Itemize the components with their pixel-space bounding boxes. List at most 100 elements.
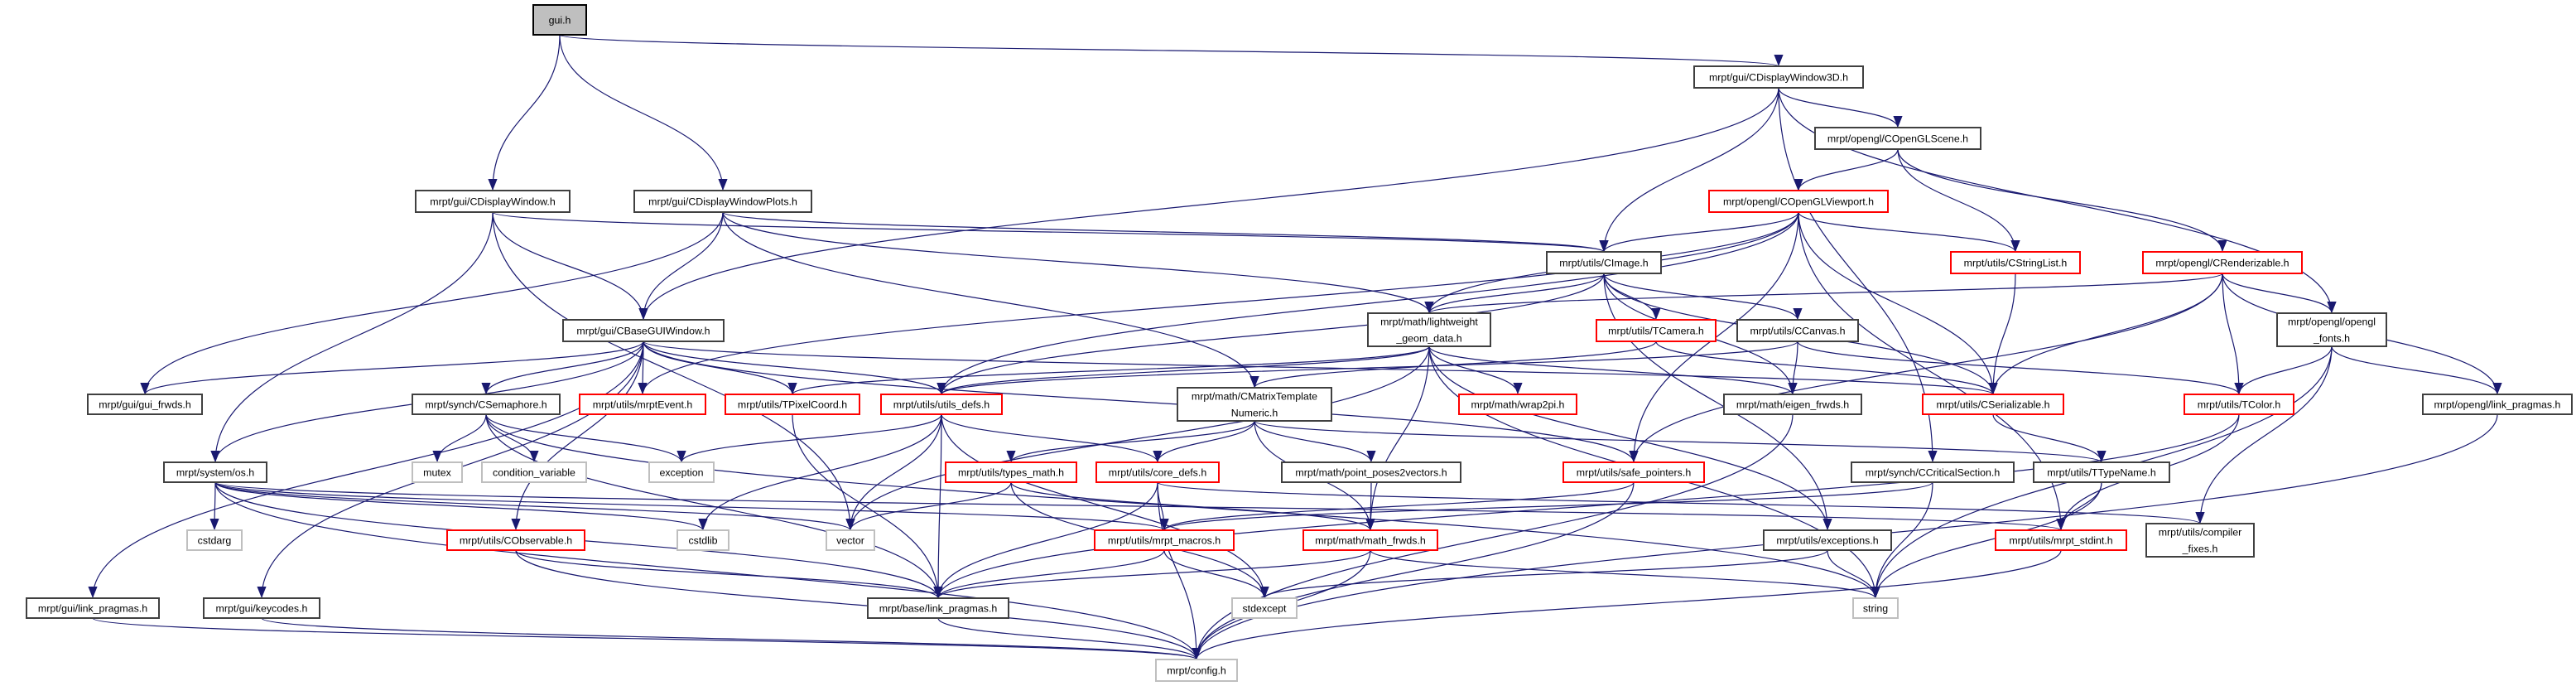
node-keycodes[interactable]: mrpt/gui/keycodes.h bbox=[203, 597, 320, 619]
node-guifrwds[interactable]: mrpt/gui/gui_frwds.h bbox=[87, 394, 203, 415]
node-cstdarg[interactable]: cstdarg bbox=[186, 529, 243, 551]
node-ttype[interactable]: mrpt/utils/TTypeName.h bbox=[2033, 461, 2170, 483]
node-utilsdefs[interactable]: mrpt/utils/utils_defs.h bbox=[880, 394, 1003, 415]
node-cstdlib[interactable]: cstdlib bbox=[677, 529, 729, 551]
node-box bbox=[648, 461, 715, 483]
edge-eigenfrwds-to-config bbox=[1192, 413, 1794, 660]
node-tpixel[interactable]: mrpt/utils/TPixelCoord.h bbox=[725, 394, 860, 415]
node-crender[interactable]: mrpt/opengl/CRenderizable.h bbox=[2142, 251, 2303, 274]
edge-ccanvas-to-utilsdefs bbox=[937, 341, 1798, 395]
node-box bbox=[1094, 529, 1235, 551]
node-vector[interactable]: vector bbox=[826, 529, 875, 551]
node-ogllink[interactable]: mrpt/opengl/link_pragmas.h bbox=[2422, 394, 2573, 415]
node-box bbox=[1302, 529, 1438, 551]
node-viewport[interactable]: mrpt/opengl/COpenGLViewport.h bbox=[1708, 190, 1889, 213]
node-label: mrpt/utils/mrpt_macros.h bbox=[1108, 534, 1221, 546]
node-stdexcept[interactable]: stdexcept bbox=[1231, 597, 1298, 619]
node-exceptions[interactable]: mrpt/utils/exceptions.h bbox=[1763, 529, 1892, 551]
node-cimage[interactable]: mrpt/utils/CImage.h bbox=[1546, 251, 1662, 274]
node-typesmath[interactable]: mrpt/utils/types_math.h bbox=[945, 461, 1077, 483]
node-safeptr[interactable]: mrpt/utils/safe_pointers.h bbox=[1562, 461, 1705, 483]
edge-viewport-to-utilsdefs bbox=[937, 211, 1799, 395]
node-label: _fonts.h bbox=[2313, 332, 2350, 344]
node-label: mrpt/config.h bbox=[1167, 664, 1226, 676]
edge-coredefs-to-baselink bbox=[933, 481, 1158, 599]
node-ccrit[interactable]: mrpt/synch/CCriticalSection.h bbox=[1851, 461, 2015, 483]
node-box bbox=[1367, 312, 1491, 347]
node-csem[interactable]: mrpt/synch/CSemaphore.h bbox=[412, 394, 561, 415]
node-gui[interactable]: gui.h bbox=[532, 4, 587, 36]
node-label: Numeric.h bbox=[1231, 407, 1278, 418]
node-label: mrpt/opengl/opengl bbox=[2288, 316, 2376, 327]
node-mrptevent[interactable]: mrpt/utils/mrptEvent.h bbox=[579, 394, 706, 415]
node-label: mrpt/utils/exceptions.h bbox=[1776, 534, 1878, 546]
node-scene[interactable]: mrpt/opengl/COpenGLScene.h bbox=[1814, 127, 1981, 150]
node-ccanvas[interactable]: mrpt/utils/CCanvas.h bbox=[1736, 319, 1859, 342]
edge-cstringlist-to-cserial bbox=[1988, 273, 2016, 395]
node-coredefs[interactable]: mrpt/utils/core_defs.h bbox=[1095, 461, 1220, 483]
node-label: condition_variable bbox=[493, 466, 575, 478]
node-lwgeom[interactable]: mrpt/math/lightweight_geom_data.h bbox=[1367, 312, 1491, 347]
node-cdwp[interactable]: mrpt/gui/CDisplayWindowPlots.h bbox=[633, 190, 812, 213]
node-exception[interactable]: exception bbox=[648, 461, 715, 483]
edge-scene-to-crender bbox=[1897, 148, 2227, 253]
edge-layer bbox=[88, 34, 2502, 660]
node-os[interactable]: mrpt/system/os.h bbox=[163, 461, 267, 483]
node-stdint[interactable]: mrpt/utils/mrpt_stdint.h bbox=[1995, 529, 2127, 551]
node-macros[interactable]: mrpt/utils/mrpt_macros.h bbox=[1094, 529, 1235, 551]
node-label: mrpt/utils/TPixelCoord.h bbox=[738, 399, 847, 410]
node-cobs[interactable]: mrpt/utils/CObservable.h bbox=[446, 529, 585, 551]
node-cdw[interactable]: mrpt/gui/CDisplayWindow.h bbox=[415, 190, 571, 213]
node-eigenfrwds[interactable]: mrpt/math/eigen_frwds.h bbox=[1723, 394, 1862, 415]
edge-crender-to-tcolor bbox=[2222, 273, 2244, 395]
edge-cdwp-to-cimage bbox=[722, 211, 1608, 253]
node-label: mrpt/math/CMatrixTemplate bbox=[1192, 390, 1317, 402]
node-box bbox=[1546, 251, 1662, 274]
node-label: mrpt/utils/CImage.h bbox=[1559, 257, 1649, 268]
node-cstringlist[interactable]: mrpt/utils/CStringList.h bbox=[1950, 251, 2081, 274]
node-box bbox=[2145, 523, 2255, 558]
node-wrap2pi[interactable]: mrpt/math/wrap2pi.h bbox=[1458, 394, 1577, 415]
node-label: mrpt/opengl/link_pragmas.h bbox=[2434, 399, 2561, 410]
node-pp2v[interactable]: mrpt/math/point_poses2vectors.h bbox=[1281, 461, 1461, 483]
node-guilink[interactable]: mrpt/gui/link_pragmas.h bbox=[26, 597, 160, 619]
node-label: mrpt/gui/keycodes.h bbox=[216, 602, 308, 614]
edge-cdw-to-cbase bbox=[492, 211, 648, 321]
edge-ttype-to-stdint bbox=[2056, 481, 2102, 531]
edge-cmatrix-to-pp2v bbox=[1254, 420, 1376, 463]
node-cdw3d[interactable]: mrpt/gui/CDisplayWindow3D.h bbox=[1693, 65, 1864, 89]
node-tcamera[interactable]: mrpt/utils/TCamera.h bbox=[1596, 319, 1717, 342]
edge-os-to-cstdlib bbox=[214, 481, 708, 531]
node-config[interactable]: mrpt/config.h bbox=[1155, 659, 1238, 682]
edge-cbase-to-tpixel bbox=[643, 341, 797, 395]
node-compfix[interactable]: mrpt/utils/compiler_fixes.h bbox=[2145, 523, 2255, 558]
node-box bbox=[1562, 461, 1705, 483]
node-label: mrpt/utils/TTypeName.h bbox=[2047, 466, 2156, 478]
node-fonts[interactable]: mrpt/opengl/opengl _fonts.h bbox=[2276, 312, 2387, 347]
node-label: mrpt/opengl/CRenderizable.h bbox=[2155, 257, 2289, 268]
node-mutex[interactable]: mutex bbox=[412, 461, 463, 483]
node-label: mrpt/utils/CSerializable.h bbox=[1936, 399, 2049, 410]
node-box bbox=[1995, 529, 2127, 551]
node-cbase[interactable]: mrpt/gui/CBaseGUIWindow.h bbox=[562, 319, 725, 342]
node-box bbox=[203, 597, 320, 619]
node-string[interactable]: string bbox=[1852, 597, 1899, 619]
node-label: mrpt/utils/core_defs.h bbox=[1109, 466, 1207, 478]
node-tcolor[interactable]: mrpt/utils/TColor.h bbox=[2184, 394, 2294, 415]
edge-ccanvas-to-tcolor bbox=[1797, 341, 2244, 395]
node-condvar[interactable]: condition_variable bbox=[481, 461, 587, 483]
node-cserial[interactable]: mrpt/utils/CSerializable.h bbox=[1922, 394, 2064, 415]
node-baselink[interactable]: mrpt/base/link_pragmas.h bbox=[867, 597, 1009, 619]
node-label: mrpt/utils/TCamera.h bbox=[1608, 325, 1704, 336]
node-box bbox=[1851, 461, 2015, 483]
edge-csem-to-string bbox=[485, 413, 1880, 599]
node-label: mrpt/base/link_pragmas.h bbox=[879, 602, 998, 614]
edge-tpixel-to-baselink bbox=[792, 413, 943, 599]
node-label: cstdarg bbox=[198, 534, 232, 546]
node-box bbox=[2142, 251, 2303, 274]
node-mathfrwds[interactable]: mrpt/math/math_frwds.h bbox=[1302, 529, 1438, 551]
node-box bbox=[481, 461, 587, 483]
edge-utilsdefs-to-cstdlib bbox=[698, 413, 942, 531]
